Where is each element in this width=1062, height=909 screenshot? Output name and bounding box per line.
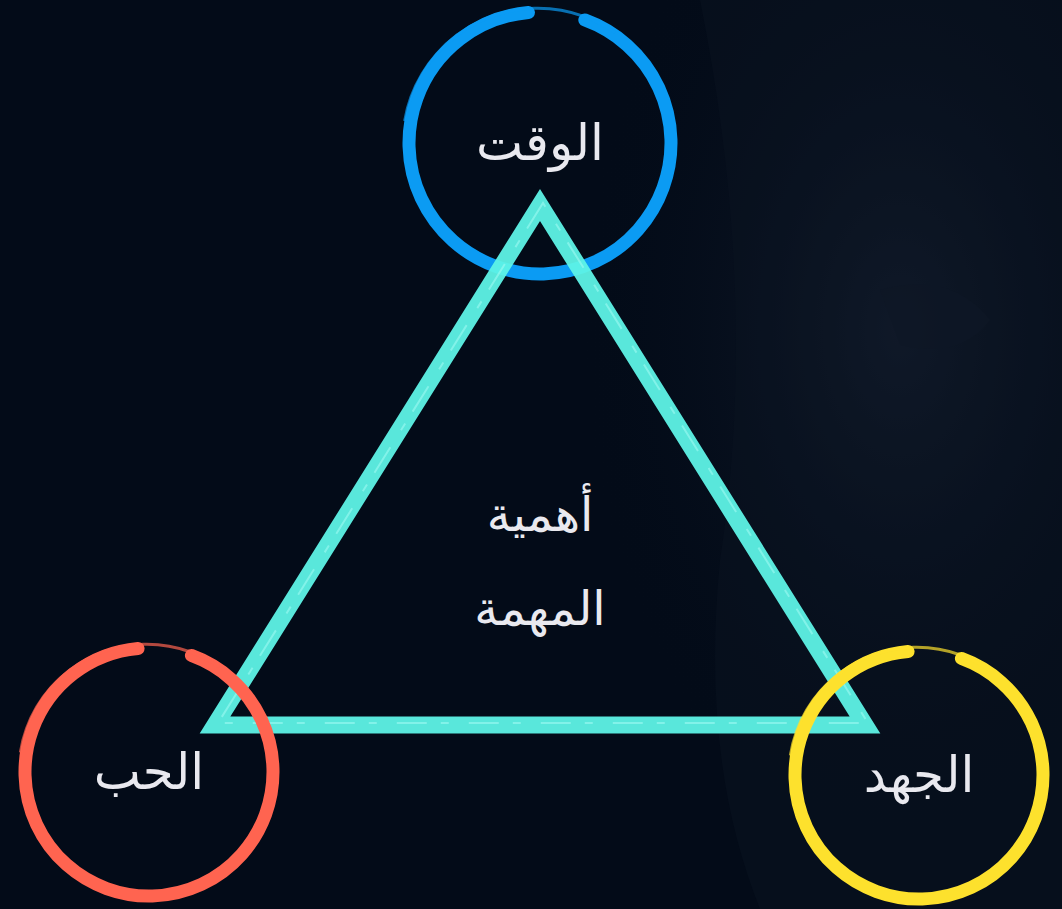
circle-node: الوقت (397, 0, 683, 286)
triangle-node: أهمية المهمة (200, 190, 880, 740)
circle-label: الحب (94, 743, 205, 801)
center-label: أهمية المهمة (425, 468, 655, 655)
circle-node: الجهد (783, 639, 1055, 909)
triangle-text-holder: أهمية المهمة (200, 468, 880, 655)
triangle-outline (200, 190, 880, 740)
circle-label: الوقت (476, 114, 604, 172)
circle-label: الجهد (864, 746, 975, 804)
circle-node: الحب (13, 636, 285, 908)
